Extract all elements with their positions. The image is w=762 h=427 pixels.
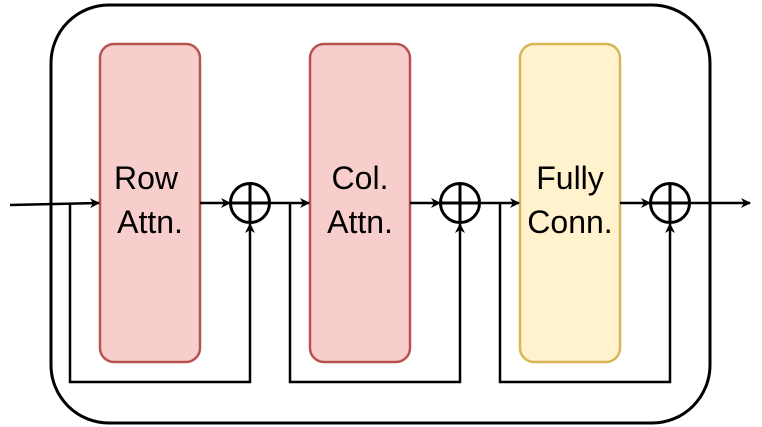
block-col-attention-label-line1: Col.: [332, 160, 389, 196]
block-fully-connected-label-line2: Conn.: [527, 204, 612, 240]
residual-connection-3: [498, 203, 675, 384]
outer-container: [49, 3, 712, 425]
add-node-1-icon: [229, 182, 271, 224]
residual-connection-1: [68, 204, 255, 384]
block-fully-connected-label-line1: Fully: [536, 160, 604, 196]
block-row-attention-box: [98, 42, 202, 364]
input-arrow: [9, 198, 100, 209]
block-row-attention-label-line2: Attn.: [117, 204, 183, 240]
block-col-attention-label-line2: Attn.: [327, 204, 393, 240]
block-col-attention: Col. Attn.: [308, 42, 412, 364]
residual-connection-2: [288, 203, 465, 384]
block-row-attention-label-line1: Row: [114, 160, 179, 196]
block-fully-connected: Fully Conn.: [518, 42, 622, 364]
add-node-3-icon: [649, 182, 691, 224]
block-row-attention: Row Attn.: [98, 42, 202, 364]
block-col-attention-box: [308, 42, 412, 364]
block-fully-connected-box: [518, 42, 622, 364]
add-node-2-icon: [439, 182, 481, 224]
